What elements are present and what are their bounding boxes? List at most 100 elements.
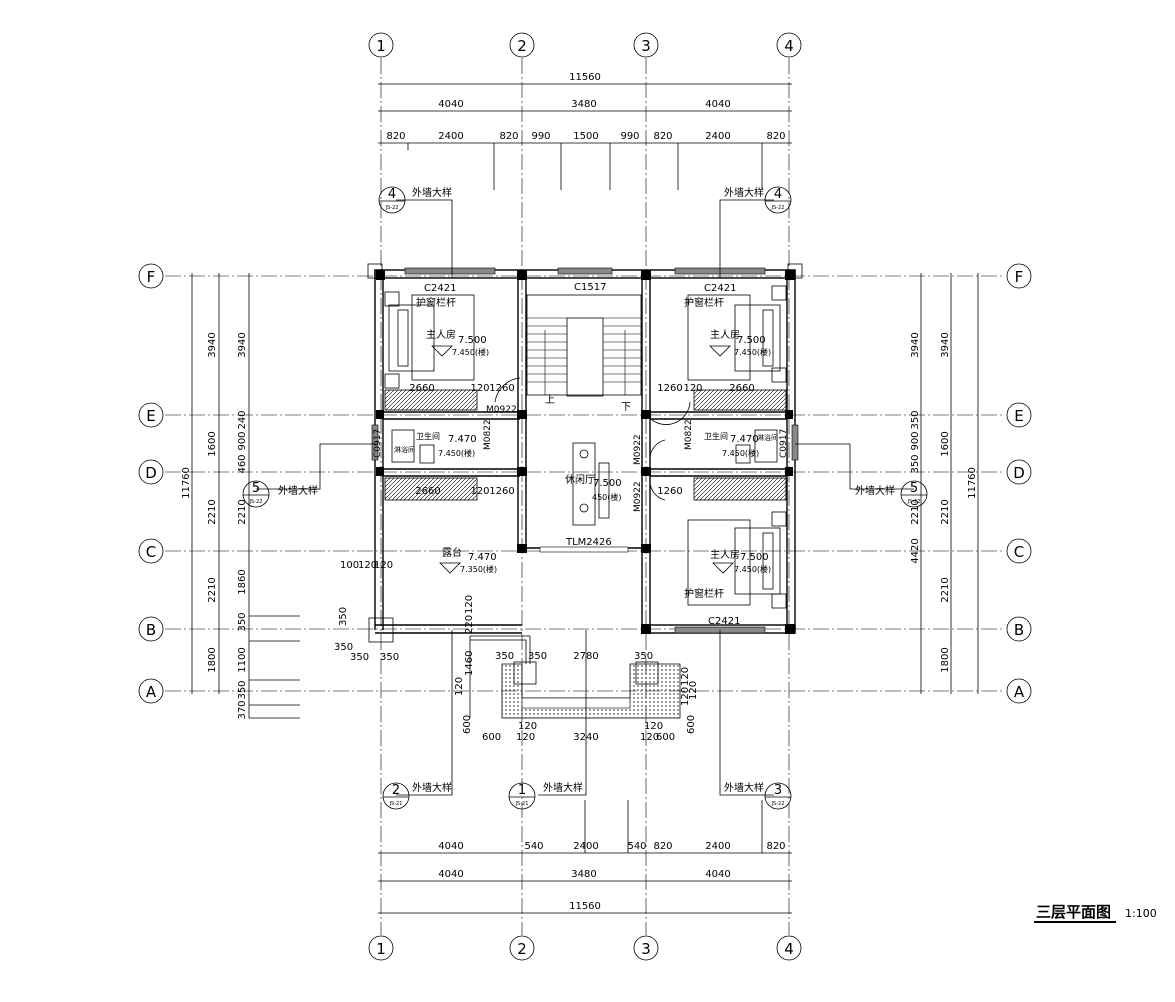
svg-text:2400: 2400 [705, 131, 730, 142]
columns [367, 263, 803, 643]
svg-text:1500: 1500 [573, 131, 598, 142]
svg-text:休闲厅: 休闲厅 [565, 473, 595, 486]
right-dimensions: 11760 3940 1600 2210 2210 1800 3940 350 … [910, 273, 979, 694]
svg-text:JS-21: JS-21 [515, 801, 529, 807]
svg-text:600: 600 [686, 715, 697, 734]
svg-text:B: B [146, 621, 156, 639]
svg-text:F: F [1015, 268, 1024, 286]
svg-text:120: 120 [464, 595, 475, 614]
svg-text:1860: 1860 [237, 569, 248, 594]
svg-text:外墙大样: 外墙大样 [412, 186, 452, 199]
svg-text:120: 120 [470, 383, 489, 394]
svg-text:2210: 2210 [940, 499, 951, 524]
svg-text:外墙大样: 外墙大样 [412, 781, 452, 794]
svg-text:M0822: M0822 [483, 419, 493, 450]
svg-text:3240: 3240 [573, 732, 598, 743]
svg-text:7.450(楼): 7.450(楼) [438, 448, 475, 458]
svg-text:7.450(楼): 7.450(楼) [722, 448, 759, 458]
svg-text:A: A [1014, 683, 1025, 701]
svg-text:11760: 11760 [967, 467, 978, 499]
svg-text:600: 600 [462, 715, 473, 734]
axis-1-top: 1 [376, 37, 386, 55]
svg-text:7.500: 7.500 [593, 478, 622, 489]
svg-text:2660: 2660 [415, 486, 440, 497]
svg-text:护窗栏杆: 护窗栏杆 [416, 296, 456, 309]
svg-text:3: 3 [774, 783, 782, 798]
svg-text:820: 820 [653, 131, 672, 142]
svg-text:2780: 2780 [573, 651, 598, 662]
doors [494, 377, 691, 501]
svg-text:370: 370 [237, 700, 248, 719]
svg-text:350: 350 [334, 642, 353, 653]
svg-text:1260: 1260 [657, 486, 682, 497]
svg-text:JS-22: JS-22 [771, 801, 785, 807]
staircase [526, 294, 642, 397]
svg-text:JS-22: JS-22 [771, 205, 785, 211]
svg-text:7.450(楼): 7.450(楼) [734, 564, 771, 574]
svg-text:3940: 3940 [207, 332, 218, 357]
axis-1-bottom: 1 [376, 940, 386, 958]
svg-text:350: 350 [495, 651, 514, 662]
svg-text:120: 120 [680, 667, 691, 686]
svg-text:7.500: 7.500 [740, 552, 769, 563]
svg-text:淋浴间: 淋浴间 [394, 445, 415, 454]
svg-text:护窗栏杆: 护窗栏杆 [684, 587, 724, 600]
svg-text:E: E [1014, 407, 1023, 425]
svg-text:JS-22: JS-22 [385, 205, 399, 211]
svg-text:B: B [1014, 621, 1024, 639]
svg-text:3480: 3480 [571, 869, 596, 880]
svg-text:7.450(楼): 7.450(楼) [734, 347, 771, 357]
svg-text:11560: 11560 [569, 901, 601, 912]
svg-text:C: C [146, 543, 156, 561]
axis-grid [165, 58, 1004, 935]
svg-text:11560: 11560 [569, 72, 601, 83]
svg-text:主人房: 主人房 [426, 328, 456, 341]
svg-text:C2421: C2421 [704, 283, 736, 294]
svg-text:M0822: M0822 [684, 419, 694, 450]
svg-text:F: F [147, 268, 156, 286]
beds [384, 285, 787, 609]
left-dimensions: 11760 3940 1600 2210 2210 1800 3940 240 … [181, 273, 300, 720]
svg-text:7.500: 7.500 [458, 335, 487, 346]
svg-text:7.470: 7.470 [448, 434, 477, 445]
svg-text:2210: 2210 [207, 499, 218, 524]
svg-text:540: 540 [524, 841, 543, 852]
room-labels: C2421 C1517 C2421 C2421 TLM2426 护窗栏杆 护窗栏… [373, 282, 789, 627]
svg-text:JS-22: JS-22 [907, 499, 921, 505]
svg-text:卫生间: 卫生间 [416, 431, 440, 441]
svg-text:120: 120 [470, 486, 489, 497]
axis-bubbles-bottom: 1 2 3 4 [368, 935, 802, 961]
svg-text:C0917: C0917 [373, 429, 383, 458]
svg-text:220: 220 [464, 615, 475, 634]
svg-text:5: 5 [910, 481, 918, 496]
svg-text:900: 900 [237, 431, 248, 450]
svg-text:11760: 11760 [181, 467, 192, 499]
svg-text:外墙大样: 外墙大样 [724, 186, 764, 199]
svg-text:4040: 4040 [705, 869, 730, 880]
svg-text:外墙大样: 外墙大样 [855, 484, 895, 497]
svg-text:1460: 1460 [464, 651, 475, 676]
svg-text:C0917: C0917 [779, 429, 789, 458]
svg-text:护窗栏杆: 护窗栏杆 [684, 296, 724, 309]
svg-text:900: 900 [910, 431, 921, 450]
svg-text:120: 120 [454, 677, 465, 696]
svg-text:350: 350 [910, 454, 921, 473]
drawing-title: 三层平面图 [1036, 903, 1111, 921]
svg-text:120: 120 [688, 681, 699, 700]
axis-3-top: 3 [641, 37, 651, 55]
axis-2-bottom: 2 [517, 940, 527, 958]
svg-text:3940: 3940 [910, 332, 921, 357]
svg-text:350: 350 [910, 410, 921, 429]
svg-text:C2421: C2421 [424, 283, 456, 294]
bottom-dimensions: 4040 540 2400 540 820 2400 820 4040 3480… [378, 800, 792, 914]
svg-text:600: 600 [482, 732, 501, 743]
svg-text:M0922: M0922 [633, 481, 643, 512]
svg-text:M0922: M0922 [486, 405, 517, 415]
svg-text:4040: 4040 [705, 99, 730, 110]
axis-4-top: 4 [784, 37, 794, 55]
svg-text:主人房: 主人房 [710, 548, 740, 561]
svg-text:1260: 1260 [489, 383, 514, 394]
svg-text:E: E [146, 407, 155, 425]
svg-text:主人房: 主人房 [710, 328, 740, 341]
svg-text:JS-21: JS-21 [389, 801, 403, 807]
